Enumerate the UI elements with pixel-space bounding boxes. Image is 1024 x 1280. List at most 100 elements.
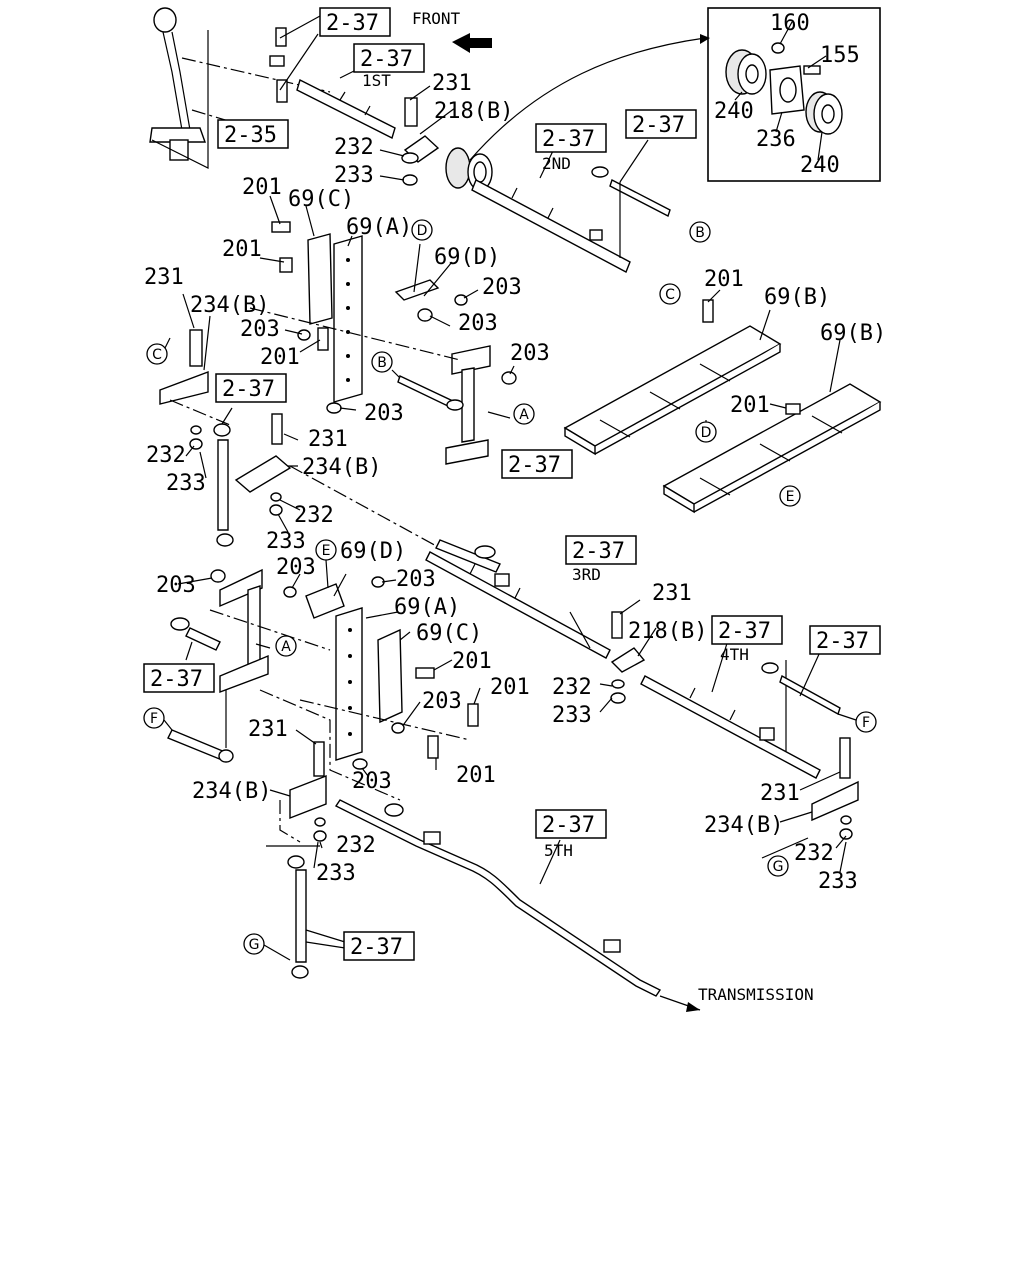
rod-2nd — [471, 179, 631, 273]
part-203: 203 — [156, 573, 196, 598]
inset-bushing-detail — [707, 7, 881, 182]
marker-b: B — [377, 355, 387, 371]
bracket-234b-upper-left — [159, 329, 209, 405]
marker-g: G — [773, 859, 784, 875]
bracket-69c-lower — [377, 628, 403, 724]
part-69c: 69(C) — [416, 621, 482, 646]
rod-f-left — [167, 729, 234, 763]
rod-b-mid — [397, 375, 464, 411]
rod-1st — [296, 78, 396, 140]
marker-d: D — [701, 425, 712, 441]
part-232: 232 — [294, 503, 334, 528]
part-201: 201 — [730, 393, 770, 418]
part-231: 231 — [248, 717, 288, 742]
ref-2-37: 2-37 — [508, 453, 561, 478]
part-201: 201 — [242, 175, 282, 200]
bracket-a-lower — [219, 568, 269, 694]
bracket-a-upper — [445, 345, 491, 465]
part-240: 240 — [714, 99, 754, 124]
part-69b: 69(B) — [764, 285, 830, 310]
part-203: 203 — [364, 401, 404, 426]
bracket-69c-upper — [307, 233, 333, 325]
bracket-69a-lower — [335, 607, 363, 761]
part-233: 233 — [552, 703, 592, 728]
part-203: 203 — [458, 311, 498, 336]
joint-218b-right — [610, 611, 646, 704]
rod-left-lower — [170, 617, 221, 651]
rod-4th — [640, 675, 821, 779]
part-231: 231 — [652, 581, 692, 606]
bracket-69d-lower — [305, 583, 345, 619]
marker-f: F — [150, 711, 158, 727]
bracket-69b-b — [662, 383, 882, 514]
part-233: 233 — [334, 163, 374, 188]
part-232: 232 — [146, 443, 186, 468]
part-231: 231 — [760, 781, 800, 806]
part-232: 232 — [794, 841, 834, 866]
marker-f: F — [862, 715, 870, 731]
part-69c: 69(C) — [288, 187, 354, 212]
marker-a: A — [519, 407, 529, 423]
part-69b: 69(B) — [820, 321, 886, 346]
marker-e: E — [322, 543, 331, 559]
labels: FRONT 1ST 2ND 3RD 4TH 5TH TRANSMISSION — [362, 9, 814, 1004]
ref-2-37: 2-37 — [632, 113, 685, 138]
ref-2-37: 2-37 — [572, 539, 625, 564]
part-69a: 69(A) — [394, 595, 460, 620]
gear-5th-label: 5TH — [544, 841, 573, 860]
marker-g: G — [249, 937, 260, 953]
ref-2-37: 2-37 — [222, 377, 275, 402]
bracket-234b-mid — [234, 413, 292, 516]
part-236: 236 — [756, 127, 796, 152]
ref-2-35: 2-35 — [224, 123, 277, 148]
part-233: 233 — [316, 861, 356, 886]
part-203: 203 — [240, 317, 280, 342]
marker-c: C — [665, 287, 675, 303]
ref-2-37: 2-37 — [718, 619, 771, 644]
bracket-234b-lower-right — [811, 737, 859, 840]
part-233: 233 — [166, 471, 206, 496]
gear-1st-label: 1ST — [362, 71, 391, 90]
leader-lines — [159, 15, 857, 961]
part-203: 203 — [482, 275, 522, 300]
part-234b: 234(B) — [192, 779, 271, 804]
bolts-upper — [271, 221, 517, 414]
front-label: FRONT — [412, 9, 461, 28]
part-201: 201 — [260, 345, 300, 370]
part-69a: 69(A) — [346, 215, 412, 240]
part-201: 201 — [490, 675, 530, 700]
markers: D B C C B A D E E A F F G G — [143, 219, 877, 955]
bracket-69b-a — [563, 325, 782, 456]
part-234b: 234(B) — [704, 813, 783, 838]
part-218b: 218(B) — [628, 619, 707, 644]
bracket-69d-upper — [394, 279, 440, 301]
rod-end-left-upper — [189, 423, 234, 547]
part-233: 233 — [266, 529, 306, 554]
part-203: 203 — [510, 341, 550, 366]
marker-c: C — [152, 347, 162, 363]
gear-4th-label: 4TH — [720, 645, 749, 664]
rod-5th — [334, 799, 662, 997]
ref-boxes: 2-37 2-37 2-35 2-37 2-37 2-37 2-37 2-37 … — [143, 7, 881, 961]
part-232: 232 — [336, 833, 376, 858]
part-201: 201 — [222, 237, 262, 262]
ref-2-37: 2-37 — [350, 935, 403, 960]
part-203: 203 — [422, 689, 462, 714]
rod-3rd — [425, 551, 611, 659]
marker-a: A — [281, 639, 291, 655]
ref-2-37: 2-37 — [150, 667, 203, 692]
ref-2-37: 2-37 — [360, 47, 413, 72]
part-69d: 69(D) — [434, 245, 500, 270]
rod-mid-2-37 — [435, 539, 501, 573]
part-232: 232 — [552, 675, 592, 700]
part-231: 231 — [308, 427, 348, 452]
part-69d: 69(D) — [340, 539, 406, 564]
part-203: 203 — [396, 567, 436, 592]
part-201: 201 — [704, 267, 744, 292]
front-arrow — [452, 33, 492, 53]
part-203: 203 — [352, 769, 392, 794]
part-231: 231 — [432, 71, 472, 96]
part-201: 201 — [456, 763, 496, 788]
part-201: 201 — [452, 649, 492, 674]
